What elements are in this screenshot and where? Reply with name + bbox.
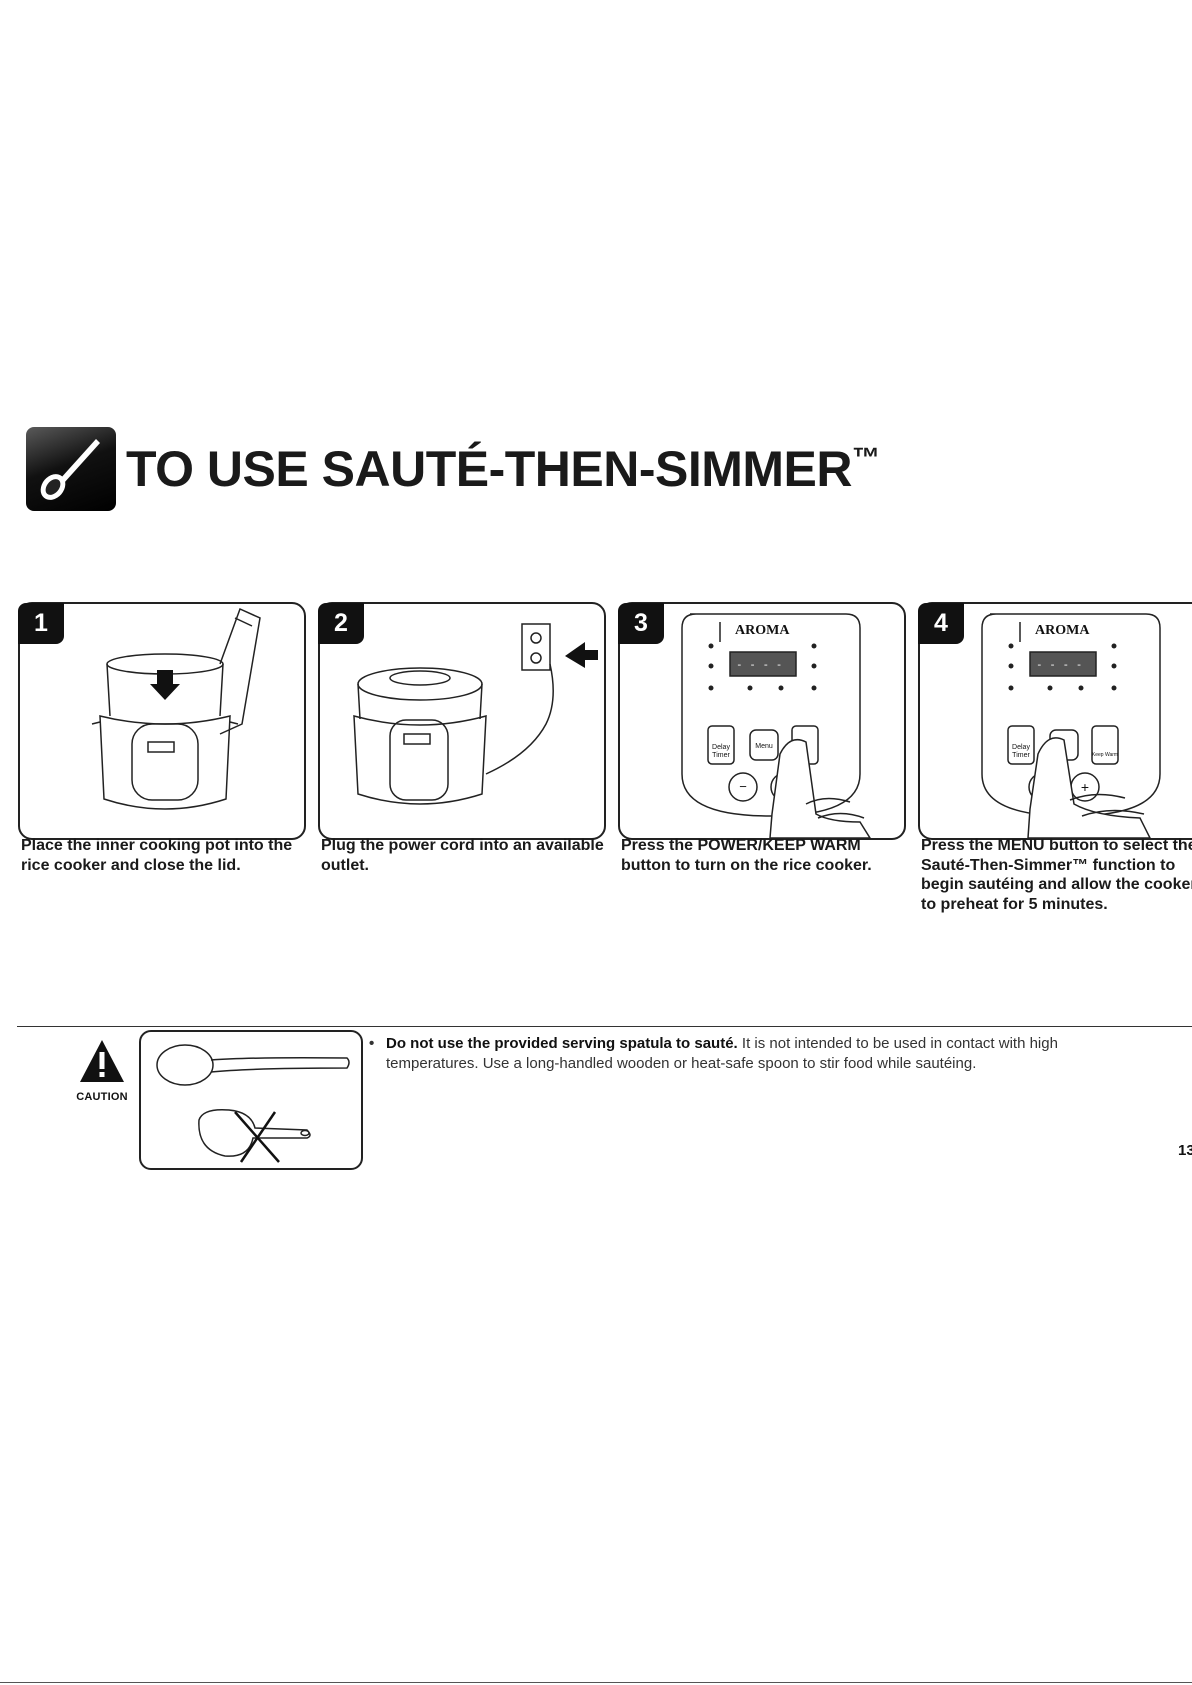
svg-text:AROMA: AROMA bbox=[735, 623, 790, 638]
step-number-badge: 4 bbox=[918, 603, 964, 644]
svg-text:Timer: Timer bbox=[1012, 752, 1030, 759]
warning-triangle-icon bbox=[80, 1040, 124, 1082]
svg-text:Menu: Menu bbox=[755, 743, 773, 750]
caution-block: CAUTION bbox=[72, 1038, 132, 1103]
bullet: • bbox=[369, 1035, 375, 1052]
step-1-illustration bbox=[18, 602, 306, 840]
svg-text:Keep Warm: Keep Warm bbox=[1092, 752, 1118, 758]
caution-note: • Do not use the provided serving spatul… bbox=[369, 1034, 1169, 1074]
step-number-badge: 1 bbox=[18, 603, 64, 644]
svg-text:−: − bbox=[739, 779, 747, 794]
footer-rule bbox=[0, 1682, 1192, 1683]
svg-text:AROMA: AROMA bbox=[1035, 623, 1090, 638]
svg-text:- - - -: - - - - bbox=[736, 658, 782, 671]
page-title: TO USE SAUTÉ-THEN-SIMMER™ bbox=[126, 441, 880, 497]
svg-text:- - - -: - - - - bbox=[1036, 658, 1082, 671]
svg-text:+: + bbox=[1081, 779, 1089, 795]
step-number-badge: 3 bbox=[618, 603, 664, 644]
spoon-and-spatula-drawing bbox=[156, 1044, 350, 1163]
caution-text-line2: temperatures. Use a long-handled wooden … bbox=[386, 1055, 977, 1072]
utensil-illustration bbox=[139, 1030, 363, 1170]
spoon-icon bbox=[26, 427, 116, 511]
svg-text:Delay: Delay bbox=[1012, 744, 1030, 751]
step-3-illustration: AROMA - - - - Delay Timer Menu − bbox=[618, 602, 906, 840]
section-header: TO USE SAUTÉ-THEN-SIMMER™ bbox=[26, 426, 880, 512]
caution-bold-text: Do not use the provided serving spatula … bbox=[386, 1035, 738, 1052]
section-divider bbox=[17, 1026, 1192, 1027]
rice-cooker-open-lid-drawing bbox=[91, 607, 261, 810]
step-number-badge: 2 bbox=[318, 603, 364, 644]
svg-text:Delay: Delay bbox=[712, 744, 730, 751]
page-number: 13 bbox=[1178, 1142, 1192, 1159]
rice-cooker-plug-drawing bbox=[353, 623, 598, 805]
control-panel-menu-press-drawing: AROMA - - - - Delay Timer Keep Warm + bbox=[981, 613, 1161, 838]
step-4-illustration: AROMA - - - - Delay Timer Keep Warm + bbox=[918, 602, 1192, 840]
caution-text-line1: It is not intended to be used in contact… bbox=[737, 1035, 1058, 1052]
svg-text:Timer: Timer bbox=[712, 752, 730, 759]
control-panel-power-press-drawing: AROMA - - - - Delay Timer Menu − bbox=[681, 613, 871, 838]
step-2-illustration bbox=[318, 602, 606, 840]
caution-label: CAUTION bbox=[76, 1091, 128, 1103]
